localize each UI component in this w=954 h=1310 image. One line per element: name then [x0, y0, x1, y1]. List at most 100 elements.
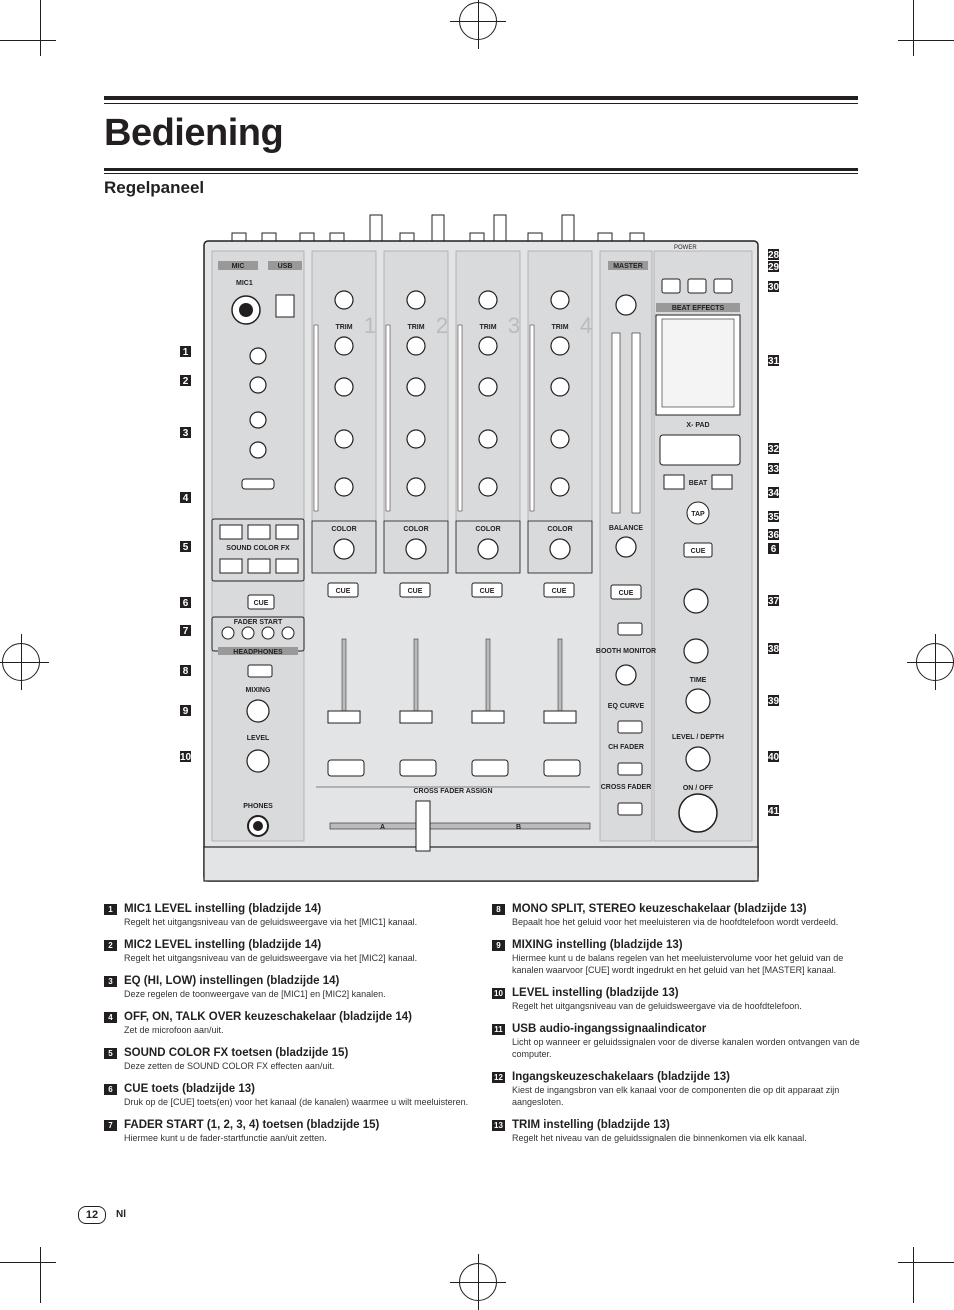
item-title: OFF, ON, TALK OVER keuzeschakelaar (blad…: [124, 1011, 413, 1023]
item-description: Zet de microfoon aan/uit.: [124, 1025, 224, 1035]
trim-knob: [478, 336, 498, 356]
time-knob: [685, 688, 711, 714]
crop-mark: [40, 1247, 41, 1303]
color-label: COLOR: [475, 526, 500, 533]
trim-label: TRIM: [479, 324, 496, 331]
callout-badge: 29: [768, 261, 780, 273]
mic2-level-knob: [249, 376, 267, 394]
registration-mark: [450, 1254, 506, 1310]
item-number-badge: 10: [492, 988, 505, 999]
channel-number: 4: [580, 313, 592, 338]
channel-number: 3: [508, 313, 520, 338]
headphones-level-knob: [246, 749, 270, 773]
channel-fader-track: [341, 638, 347, 724]
callout-badge: 5: [180, 541, 191, 553]
tap-button: [686, 501, 710, 525]
master-section-label: MASTER: [613, 263, 643, 270]
item-number-badge: 6: [104, 1084, 117, 1095]
cross-fader-knob: [415, 800, 431, 852]
item-description: Regelt het uitgangsniveau van de geluids…: [124, 953, 418, 963]
channel-cue-label: CUE: [408, 588, 423, 595]
callout-number: 5: [183, 542, 189, 553]
level-depth-label: LEVEL / DEPTH: [672, 734, 724, 741]
item-title: MIC2 LEVEL instelling (bladzijde 14): [124, 939, 322, 951]
item-title: USB audio-ingangssignaalindicator: [512, 1023, 707, 1035]
mic1-level-knob: [249, 347, 267, 365]
on-off-label: ON / OFF: [683, 785, 714, 792]
fx-cue-label: CUE: [691, 548, 706, 555]
beat-label: BEAT: [689, 480, 708, 487]
fx-on-off-button: [678, 793, 718, 833]
callout-number: 29: [768, 262, 780, 273]
channel-select-knob: [683, 638, 709, 664]
callout-badge: 39: [768, 695, 779, 707]
sound-color-fx-buttons: [219, 524, 299, 574]
eq-hi-knob: [550, 377, 570, 397]
item-description: Hiermee kunt u de fader-startfunctie aan…: [124, 1133, 327, 1143]
callout-badge: 6: [768, 543, 779, 555]
item-description: Licht op wanneer er geluidssignalen voor…: [512, 1037, 860, 1059]
item-title: TRIM instelling (bladzijde 13): [512, 1119, 670, 1131]
beat-right-button: [711, 474, 733, 490]
registration-mark: [0, 634, 49, 690]
item-description: Regelt het uitgangsniveau van de geluids…: [124, 917, 418, 927]
registration-mark: [907, 634, 954, 690]
item-description: Hiermee kunt u de balans regelen van het…: [512, 953, 844, 975]
item-number-badge: 12: [492, 1072, 505, 1083]
item-number-badge: 5: [104, 1048, 117, 1059]
mic-section-label: MIC: [232, 263, 245, 270]
eq-hi-knob: [334, 377, 354, 397]
callout-number: 7: [183, 626, 189, 637]
item-title: FADER START (1, 2, 3, 4) toetsen (bladzi…: [124, 1119, 380, 1131]
mixing-label: MIXING: [246, 687, 271, 694]
crop-mark: [898, 40, 954, 41]
x-pad-label: X- PAD: [686, 422, 709, 429]
channel-cue-label: CUE: [552, 588, 567, 595]
eq-mid-knob: [550, 429, 570, 449]
top-connectors: [231, 214, 645, 242]
master-level-knob: [615, 294, 637, 316]
item-title: SOUND COLOR FX toetsen (bladzijde 15): [124, 1047, 349, 1059]
ch-fader-curve-switch: [617, 762, 643, 776]
ch-fader-label: CH FADER: [608, 744, 644, 751]
crop-mark: [0, 1262, 56, 1263]
beat-effects-label: BEAT EFFECTS: [672, 305, 725, 312]
level-meter: [529, 324, 535, 512]
power-label: POWER: [674, 245, 697, 251]
callout-badge: 30: [768, 281, 779, 293]
callout-number: 4: [183, 493, 189, 504]
usb-port-icon: [275, 294, 295, 318]
callout-badge: 10: [180, 751, 191, 763]
cross-fader-assign-switch: [327, 759, 365, 777]
eq-low-knob: [478, 477, 498, 497]
beat-effects-display: [661, 318, 735, 408]
master-cue-label: CUE: [619, 590, 634, 597]
trim-label: TRIM: [551, 324, 568, 331]
callout-badge: 37: [768, 595, 779, 607]
item-description: Kiest de ingangsbron van elk kanaal voor…: [512, 1085, 840, 1107]
callout-number: 35: [768, 512, 780, 523]
channel-fader-track: [485, 638, 491, 724]
channel-cue-button: [543, 582, 575, 598]
input-selector-knob: [550, 290, 570, 310]
callout-badge: 9: [180, 705, 191, 717]
color-label: COLOR: [403, 526, 428, 533]
eq-hi-knob: [478, 377, 498, 397]
mic-cue-label: CUE: [254, 600, 269, 607]
page-title: Bediening: [104, 112, 284, 154]
item-description: Regelt het uitgangsniveau van de geluids…: [512, 1001, 802, 1011]
mono-stereo-switch: [617, 622, 643, 636]
cross-fader-assign-switch: [399, 759, 437, 777]
trim-knob: [550, 336, 570, 356]
channel-cue-label: CUE: [336, 588, 351, 595]
master-level-meter: [611, 332, 621, 514]
eq-low-knob: [550, 477, 570, 497]
